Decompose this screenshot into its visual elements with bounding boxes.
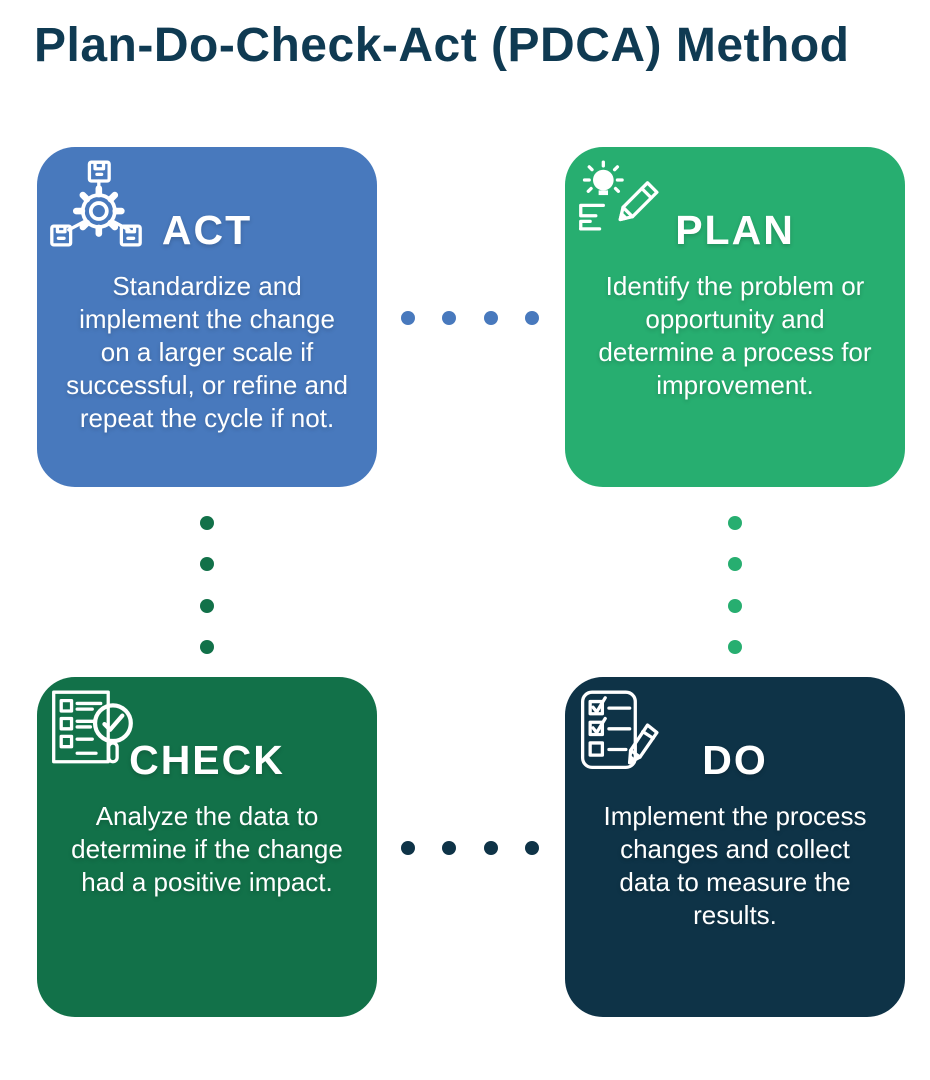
card-do-description: Implement the process changes and collec… (603, 801, 867, 931)
connector-dot (524, 841, 539, 855)
connector-dot (728, 516, 742, 530)
clipboard-pencil-icon (577, 689, 671, 779)
connector-plan-do (728, 516, 742, 654)
idea-pencil-icon (577, 159, 671, 249)
card-act-title: ACT (161, 207, 253, 253)
card-plan: PLAN Identify the problem or opportunity… (565, 147, 905, 487)
card-check: CHECK Analyze the data to determine if t… (37, 677, 377, 1017)
connector-dot (442, 311, 457, 325)
connector-dot (401, 311, 415, 325)
connector-dot (200, 598, 214, 613)
connector-dot (524, 311, 539, 325)
connector-dot (728, 639, 742, 654)
page-title: Plan-Do-Check-Act (PDCA) Method (34, 19, 850, 72)
connector-dot (728, 557, 742, 572)
connector-dot (483, 311, 498, 325)
card-check-title: CHECK (129, 737, 285, 783)
card-do: DO Implement the process changes and col… (565, 677, 905, 1017)
connector-dot (200, 516, 214, 530)
connector-dot (200, 639, 214, 654)
connector-dot (728, 598, 742, 613)
card-do-title: DO (702, 737, 768, 783)
connector-act-check (200, 516, 214, 654)
checklist-magnifier-icon (49, 689, 143, 779)
connector-dot (401, 841, 415, 855)
card-act-description: Standardize and implement the change on … (66, 271, 348, 434)
gear-network-icon (49, 159, 143, 249)
connector-dot (442, 841, 457, 855)
connector-dot (483, 841, 498, 855)
connector-dot (200, 557, 214, 572)
card-plan-description: Identify the problem or opportunity and … (598, 271, 872, 401)
card-plan-title: PLAN (675, 207, 795, 253)
connector-check-do (401, 841, 539, 855)
card-check-description: Analyze the data to determine if the cha… (71, 801, 343, 898)
card-act: ACT Standardize and implement the change… (37, 147, 377, 487)
connector-act-plan (401, 311, 539, 325)
